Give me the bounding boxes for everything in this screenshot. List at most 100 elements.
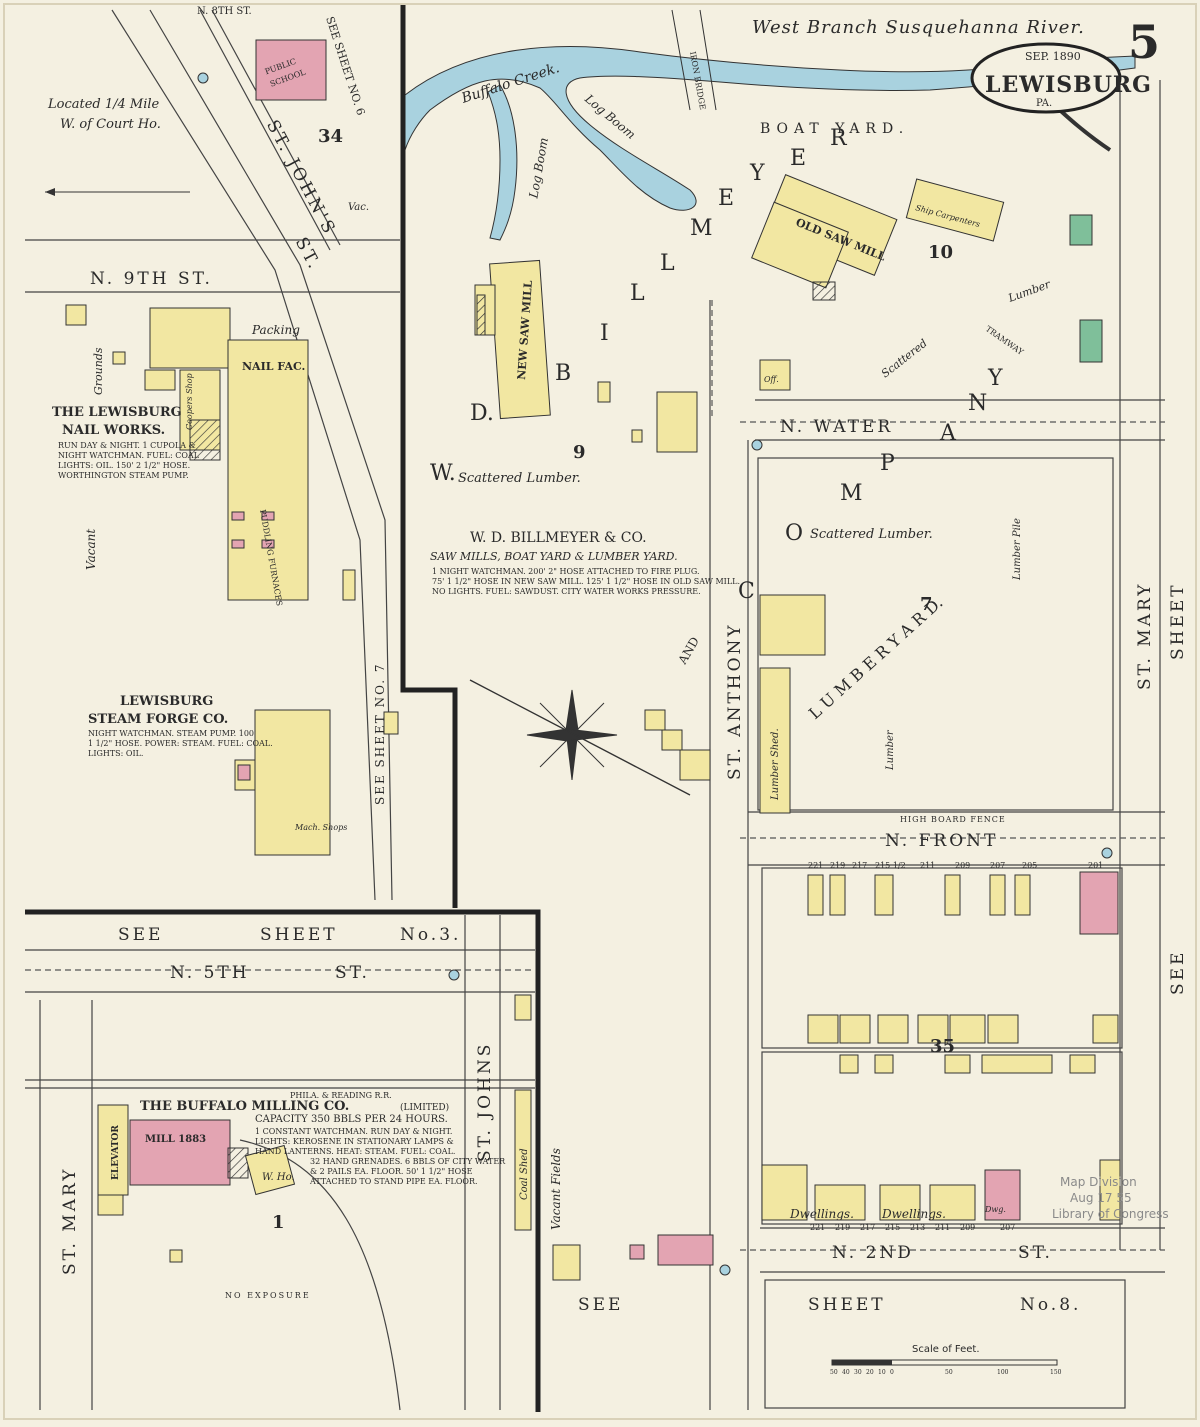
log-boom-branch bbox=[487, 84, 518, 241]
ship-carpenters-building bbox=[905, 178, 1005, 242]
svg-text:W.: W. bbox=[430, 461, 456, 486]
svg-text:HAND LANTERNS. HEAT: STEAM. FU: HAND LANTERNS. HEAT: STEAM. FUEL: COAL. bbox=[255, 1147, 455, 1156]
milling-label-1: THE BUFFALO MILLING CO. bbox=[140, 1099, 349, 1114]
scale-title: Scale of Feet. bbox=[912, 1344, 980, 1355]
block-7: 7 bbox=[920, 594, 933, 615]
bridge-right bbox=[699, 9, 717, 111]
see-sheet-8-sheet: SHEET bbox=[808, 1295, 886, 1315]
compass-rose bbox=[469, 679, 691, 796]
svg-text:219: 219 bbox=[830, 861, 845, 870]
title-state: PA. bbox=[1036, 98, 1052, 109]
svg-text:211: 211 bbox=[920, 861, 935, 870]
street-st-mary-left: ST. MARY bbox=[60, 1167, 80, 1275]
see-sheet-3-sheet: SHEET bbox=[260, 925, 338, 945]
house-numbers-2nd: 221 219 217 215 213 211 209 207 bbox=[810, 1223, 1015, 1232]
block-35: 35 bbox=[930, 1036, 955, 1057]
boundary-vertical-left bbox=[400, 5, 458, 908]
block-34: 34 bbox=[318, 126, 343, 147]
mach-shops-label: Mach. Shops bbox=[294, 823, 347, 832]
svg-text:Library of Congress: Library of Congress bbox=[1052, 1207, 1169, 1221]
nail-works-info: RUN DAY & NIGHT. 1 CUPOLA & NIGHT WATCHM… bbox=[58, 441, 200, 480]
bridge-left bbox=[671, 9, 691, 111]
street-n-5th-st: ST. bbox=[335, 963, 370, 983]
see-sheet-8-see: SEE bbox=[578, 1295, 623, 1315]
svg-text:209: 209 bbox=[955, 861, 970, 870]
boat-yard-label: BOAT YARD. bbox=[760, 121, 909, 137]
sheet-number: 5 bbox=[1128, 15, 1160, 69]
svg-text:213: 213 bbox=[910, 1223, 925, 1232]
svg-text:ATTACHED TO STAND PIPE EA. FLO: ATTACHED TO STAND PIPE EA. FLOOR. bbox=[309, 1177, 478, 1186]
svg-text:20: 20 bbox=[866, 1369, 874, 1376]
billmeyer-name: W. D. BILLMEYER & CO. bbox=[470, 530, 647, 546]
svg-text:M: M bbox=[840, 481, 863, 506]
see-sheet-right-sheet: SHEET bbox=[1168, 582, 1188, 660]
note-vacant: Vacant bbox=[84, 529, 98, 570]
new-saw-mill-building bbox=[489, 259, 551, 420]
buildings bbox=[65, 39, 1121, 1281]
note-arrow-head bbox=[45, 188, 55, 196]
buffalo-mill-building bbox=[129, 1119, 231, 1186]
street-n-front: N. FRONT bbox=[885, 831, 998, 851]
svg-text:100: 100 bbox=[997, 1369, 1009, 1376]
svg-text:C: C bbox=[738, 579, 755, 604]
street-n-8th: N. 8TH ST. bbox=[197, 6, 252, 17]
buffalo-creek-water bbox=[404, 46, 1136, 211]
river-label: West Branch Susquehanna River. bbox=[752, 17, 1085, 38]
block-10: 10 bbox=[928, 242, 953, 263]
forge-label-2: STEAM FORGE CO. bbox=[88, 712, 228, 727]
elevator-label: ELEVATOR bbox=[111, 1125, 121, 1180]
billmeyer-info: 1 NIGHT WATCHMAN. 200' 2" HOSE ATTACHED … bbox=[432, 567, 740, 596]
nail-works-label-1: THE LEWISBURG bbox=[52, 405, 182, 420]
street-lines bbox=[25, 9, 1165, 1411]
svg-text:209: 209 bbox=[960, 1223, 975, 1232]
water-pipe-lines bbox=[25, 300, 1165, 1251]
svg-text:LIGHTS: KEROSENE IN STATIONARY: LIGHTS: KEROSENE IN STATIONARY LAMPS & bbox=[255, 1137, 454, 1146]
milling-limited: (LIMITED) bbox=[400, 1102, 449, 1113]
dwellings-label-1: Dwellings. bbox=[789, 1207, 854, 1221]
svg-text:N: N bbox=[968, 391, 987, 416]
title-date: SEP. 1890 bbox=[1025, 50, 1081, 63]
milling-info: CAPACITY 350 BBLS PER 24 HOURS. 1 CONSTA… bbox=[255, 1114, 506, 1186]
see-sheet-3-see: SEE bbox=[118, 925, 163, 945]
svg-text:30: 30 bbox=[854, 1369, 862, 1376]
packing-label: Packing bbox=[251, 323, 300, 337]
library-stamp: Map Division Aug 17 55 Library of Congre… bbox=[1052, 1175, 1169, 1221]
block-9: 9 bbox=[573, 442, 586, 463]
forge-info: NIGHT WATCHMAN. STEAM PUMP. 100' 1 1/2" … bbox=[88, 729, 273, 758]
svg-text:217: 217 bbox=[852, 861, 867, 870]
svg-text:201: 201 bbox=[1088, 861, 1103, 870]
svg-text:32 HAND GRENADES. 6 BBLS OF CI: 32 HAND GRENADES. 6 BBLS OF CITY WATER bbox=[310, 1157, 506, 1166]
dwellings-label-2: Dwellings. bbox=[881, 1207, 946, 1221]
svg-text:Y: Y bbox=[987, 366, 1003, 391]
svg-text:10: 10 bbox=[878, 1369, 886, 1376]
svg-text:215: 215 bbox=[885, 1223, 900, 1232]
svg-text:NIGHT WATCHMAN. STEAM PUMP. 10: NIGHT WATCHMAN. STEAM PUMP. 100' bbox=[88, 729, 256, 738]
svg-text:WORTHINGTON STEAM PUMP.: WORTHINGTON STEAM PUMP. bbox=[58, 471, 189, 480]
street-n-water: N. WATER bbox=[780, 417, 893, 437]
svg-text:75' 1 1/2" HOSE IN NEW SAW MIL: 75' 1 1/2" HOSE IN NEW SAW MILL. 125' 1 … bbox=[432, 577, 740, 586]
fire-hydrants bbox=[197, 72, 1113, 1276]
svg-text:221: 221 bbox=[810, 1223, 825, 1232]
svg-text:205: 205 bbox=[1022, 861, 1037, 870]
street-n-2nd: N. 2ND bbox=[832, 1243, 914, 1263]
svg-text:207: 207 bbox=[990, 861, 1005, 870]
street-n-2nd-st: ST. bbox=[1018, 1243, 1053, 1263]
svg-text:Aug 17 55: Aug 17 55 bbox=[1070, 1191, 1132, 1205]
svg-text:1 1/2" HOSE. POWER: STEAM. FUE: 1 1/2" HOSE. POWER: STEAM. FUEL: COAL. bbox=[88, 739, 273, 748]
nail-works-building bbox=[149, 307, 231, 369]
svg-text:221: 221 bbox=[808, 861, 823, 870]
river-and-creek bbox=[404, 9, 1136, 241]
note-high-board-fence: HIGH BOARD FENCE bbox=[900, 815, 1006, 824]
svg-text:CAPACITY 350 BBLS PER 24 HOURS: CAPACITY 350 BBLS PER 24 HOURS. bbox=[255, 1114, 448, 1125]
note-court: W. of Court Ho. bbox=[60, 117, 161, 132]
scattered-lumber-2: Scattered Lumber. bbox=[810, 527, 933, 542]
title-town: LEWISBURG bbox=[985, 72, 1152, 98]
coal-shed-label: Coal Shed bbox=[519, 1148, 530, 1200]
dwg-label: Dwg. bbox=[984, 1205, 1006, 1214]
note-grounds: Grounds bbox=[92, 347, 105, 395]
svg-text:0: 0 bbox=[890, 1369, 894, 1376]
svg-text:L: L bbox=[660, 251, 675, 276]
svg-text:207: 207 bbox=[1000, 1223, 1015, 1232]
boundary-horizontal bbox=[25, 909, 541, 1412]
